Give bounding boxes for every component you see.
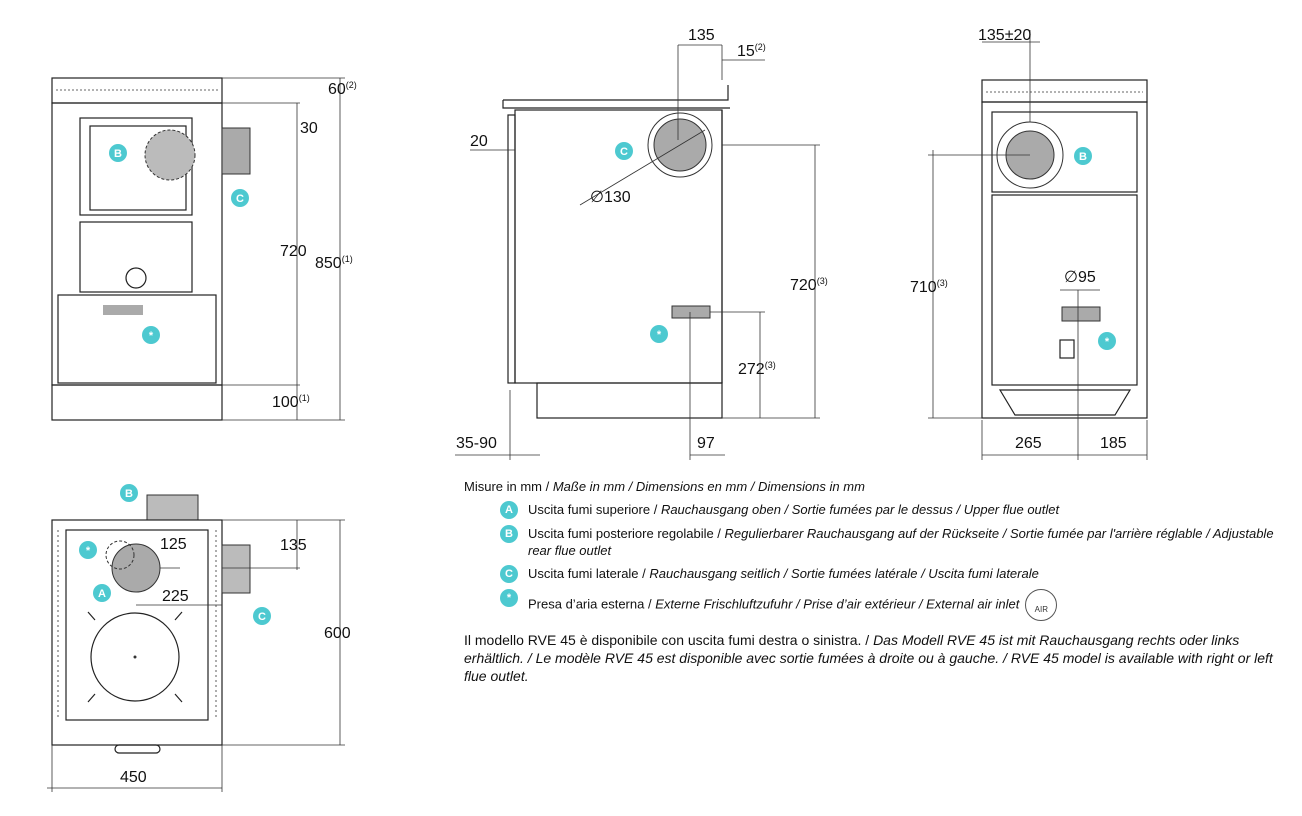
dim-d130: ∅130 <box>590 189 631 206</box>
badge-a: A <box>500 501 518 519</box>
dim-30: 30 <box>300 120 318 137</box>
dim-100-note: (1) <box>299 393 310 403</box>
units-it: Misure in mm / <box>464 479 553 494</box>
label-it: Presa d’aria esterna / <box>528 596 656 612</box>
legend-item-a: A Uscita fumi superiore / Rauchausgang ob… <box>500 501 1284 519</box>
badge-b: B <box>125 488 133 500</box>
badge-air: * <box>149 330 154 342</box>
dim-710-note: (3) <box>937 278 948 288</box>
badge-air: * <box>86 545 91 557</box>
label-rest: Rauchausgang oben / Sortie fumées par le… <box>660 502 1060 517</box>
svg-text:15(2): 15(2) <box>737 42 766 60</box>
badge-c: C <box>236 193 244 205</box>
svg-text:850(1): 850(1) <box>315 254 353 272</box>
back-view: 135±20 710(3) ∅95 265 185 B * <box>910 27 1148 460</box>
label-rest: Externe Frischluftzufuhr / Prise d’air e… <box>655 596 1020 612</box>
dim-100: 100 <box>272 394 299 411</box>
top-view: 125 135 225 600 450 B * A C <box>47 484 351 792</box>
dim-272: 272 <box>738 361 765 378</box>
label-it: Uscita fumi posteriore regolabile / <box>528 526 725 541</box>
badge-c: C <box>620 146 628 158</box>
note-rest: Das Modell RVE 45 ist mit Rauchausgang r… <box>464 632 1273 684</box>
legend-item-b: B Uscita fumi posteriore regolabile / Reg… <box>500 525 1284 559</box>
badge-air: * <box>1105 336 1110 348</box>
badge-air: * <box>657 329 662 341</box>
badge-air: * <box>500 589 518 607</box>
dim-125: 125 <box>160 536 187 553</box>
dim-135-20: 135±20 <box>978 27 1031 44</box>
dim-225: 225 <box>162 588 189 605</box>
label-it: Uscita fumi laterale / <box>528 566 650 581</box>
badge-b: B <box>114 148 122 160</box>
dim-15: 15 <box>737 43 755 60</box>
dim-60-note: (2) <box>346 80 357 90</box>
dim-720: 720 <box>790 277 817 294</box>
dim-710: 710 <box>910 279 937 296</box>
dim-265: 265 <box>1015 435 1042 452</box>
front-view: 60(2) 30 720 850(1) 100(1) B C * <box>51 77 357 421</box>
label-rest: Rauchausgang seitlich / Sortie fumées la… <box>649 566 1039 581</box>
svg-text:710(3): 710(3) <box>910 278 948 296</box>
side-view: 135 15(2) 20 ∅130 720(3) 272(3) 35-90 97… <box>455 27 828 460</box>
dim-97: 97 <box>697 435 715 452</box>
svg-text:272(3): 272(3) <box>738 360 776 378</box>
label-rest: Regulierbarer Rauchausgang auf der Rücks… <box>528 526 1274 558</box>
legend-item-c: C Uscita fumi laterale / Rauchausgang sei… <box>500 565 1284 583</box>
dim-272-note: (3) <box>765 360 776 370</box>
legend-item-air: * Presa d’aria esterna / Externe Frischlu… <box>500 589 1284 621</box>
dim-850-note: (1) <box>342 254 353 264</box>
badge-b: B <box>500 525 518 543</box>
badge-b: B <box>1079 151 1087 163</box>
dim-600: 600 <box>324 625 351 642</box>
model-note: Il modello RVE 45 è disponibile con usci… <box>464 631 1284 685</box>
svg-text:60(2): 60(2) <box>328 80 357 98</box>
badge-a: A <box>98 588 106 600</box>
air-icon: AIR <box>1025 589 1058 621</box>
units-note: Misure in mm / Maße in mm / Dimensions e… <box>464 478 1284 495</box>
dim-450: 450 <box>120 769 147 786</box>
badge-c: C <box>500 565 518 583</box>
dim-720-note: (3) <box>817 276 828 286</box>
svg-text:720(3): 720(3) <box>790 276 828 294</box>
dim-60: 60 <box>328 81 346 98</box>
dim-720: 720 <box>280 243 307 260</box>
dim-850: 850 <box>315 255 342 272</box>
badge-c: C <box>258 611 266 623</box>
dim-185: 185 <box>1100 435 1127 452</box>
dim-20: 20 <box>470 133 488 150</box>
dim-d95: ∅95 <box>1064 269 1096 286</box>
units-rest: Maße in mm / Dimensions en mm / Dimensio… <box>552 479 865 494</box>
svg-text:100(1): 100(1) <box>272 393 310 411</box>
dim-135: 135 <box>280 537 307 554</box>
dim-135: 135 <box>688 27 715 44</box>
label-it: Uscita fumi superiore / <box>528 502 661 517</box>
dim-15-note: (2) <box>755 42 766 52</box>
dim-35-90: 35-90 <box>456 435 497 452</box>
note-it: Il modello RVE 45 è disponibile con usci… <box>464 632 874 648</box>
legend: Misure in mm / Maße in mm / Dimensions e… <box>464 478 1284 685</box>
